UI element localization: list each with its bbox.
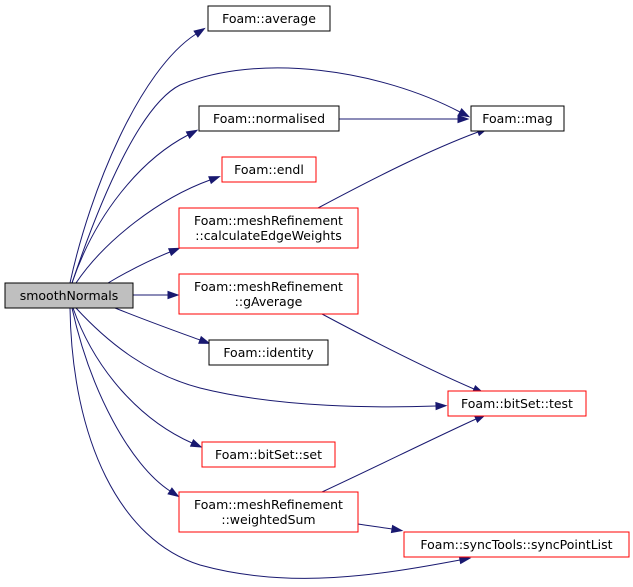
edge-line <box>321 418 477 493</box>
node-label: ::calculateEdgeWeights <box>195 228 341 243</box>
node-box[interactable] <box>178 207 359 249</box>
edge-line <box>321 313 475 390</box>
arrowhead-icon <box>167 247 181 257</box>
node-bitSetSet[interactable]: Foam::bitSet::set <box>201 441 336 468</box>
edge-smoothNormals-to-calcEdgeWeights <box>107 247 181 284</box>
edge-line <box>71 307 171 492</box>
edge-smoothNormals-to-average <box>69 27 206 284</box>
edge-line <box>71 67 461 284</box>
node-box[interactable] <box>207 5 331 32</box>
edge-line <box>69 33 197 284</box>
node-box[interactable] <box>201 441 336 468</box>
edge-line <box>69 307 461 579</box>
node-label: smoothNormals <box>20 288 119 303</box>
node-box[interactable] <box>447 390 587 417</box>
node-box[interactable] <box>208 339 329 366</box>
node-label: Foam::identity <box>223 345 314 360</box>
arrowhead-icon <box>185 129 199 139</box>
edge-smoothNormals-to-gAverage <box>133 290 180 300</box>
node-label: Foam::average <box>222 11 316 26</box>
node-label: Foam::mag <box>482 111 552 126</box>
node-box[interactable] <box>403 531 630 558</box>
edge-smoothNormals-to-bitSetTest <box>75 307 448 411</box>
edge-line <box>114 307 201 341</box>
arrowhead-icon <box>390 524 404 534</box>
node-identity[interactable]: Foam::identity <box>208 339 329 366</box>
node-box[interactable] <box>4 282 134 309</box>
arrowhead-icon <box>457 114 470 124</box>
arrowhead-icon <box>193 27 206 38</box>
nodes-layer: smoothNormals Foam::averageFoam::normalis… <box>4 5 630 558</box>
node-syncPointList[interactable]: Foam::syncTools::syncPointList <box>403 531 630 558</box>
node-box[interactable] <box>221 156 317 183</box>
node-label: Foam::meshRefinement <box>194 213 343 228</box>
edge-smoothNormals-to-normalised <box>71 129 199 284</box>
node-label: Foam::meshRefinement <box>194 497 343 512</box>
node-smoothNormals[interactable]: smoothNormals <box>4 282 134 309</box>
arrowhead-icon <box>189 438 203 448</box>
node-bitSetTest[interactable]: Foam::bitSet::test <box>447 390 587 417</box>
node-normalised[interactable]: Foam::normalised <box>198 105 340 132</box>
node-box[interactable] <box>470 105 565 132</box>
node-endl[interactable]: Foam::endl <box>221 156 317 183</box>
node-box[interactable] <box>178 491 359 533</box>
node-label: Foam::normalised <box>213 111 325 126</box>
edge-smoothNormals-to-weightedSum <box>71 307 180 498</box>
edges-layer <box>69 27 489 579</box>
edge-line <box>75 307 437 408</box>
edge-calcEdgeWeights-to-mag <box>317 127 489 209</box>
node-label: Foam::endl <box>234 162 304 177</box>
arrowhead-icon <box>435 401 448 411</box>
node-box[interactable] <box>178 273 359 315</box>
arrowhead-icon <box>167 487 180 498</box>
edge-line <box>317 131 479 209</box>
edge-smoothNormals-to-identity <box>114 307 211 344</box>
edge-gAverage-to-bitSetTest <box>321 313 485 394</box>
edge-smoothNormals-to-endl <box>75 176 221 284</box>
arrowhead-icon <box>458 555 472 565</box>
node-calcEdgeWeights[interactable]: Foam::meshRefinement::calculateEdgeWeigh… <box>178 207 359 249</box>
node-label: Foam::syncTools::syncPointList <box>420 537 612 552</box>
arrowhead-icon <box>198 335 211 344</box>
node-weightedSum[interactable]: Foam::meshRefinement::weightedSum <box>178 491 359 533</box>
node-label: Foam::meshRefinement <box>194 279 343 294</box>
arrowhead-icon <box>167 290 180 300</box>
edge-line <box>72 307 193 444</box>
node-gAverage[interactable]: Foam::meshRefinement::gAverage <box>178 273 359 315</box>
node-box[interactable] <box>198 105 340 132</box>
edge-smoothNormals-to-bitSetSet <box>72 307 203 448</box>
edge-weightedSum-to-bitSetTest <box>321 414 487 493</box>
edge-line <box>357 523 393 530</box>
arrowhead-icon <box>457 108 471 118</box>
edge-line <box>71 134 189 284</box>
edge-line <box>75 179 211 284</box>
edge-normalised-to-mag <box>339 114 470 124</box>
node-label: ::gAverage <box>235 294 303 309</box>
edge-line <box>107 251 171 284</box>
edge-smoothNormals-to-mag <box>71 67 471 284</box>
node-mag[interactable]: Foam::mag <box>470 105 565 132</box>
node-label: Foam::bitSet::test <box>461 396 573 411</box>
node-label: ::weightedSum <box>221 512 315 527</box>
node-average[interactable]: Foam::average <box>207 5 331 32</box>
edge-weightedSum-to-syncPointList <box>357 523 404 534</box>
arrowhead-icon <box>208 176 221 185</box>
node-label: Foam::bitSet::set <box>215 447 322 462</box>
